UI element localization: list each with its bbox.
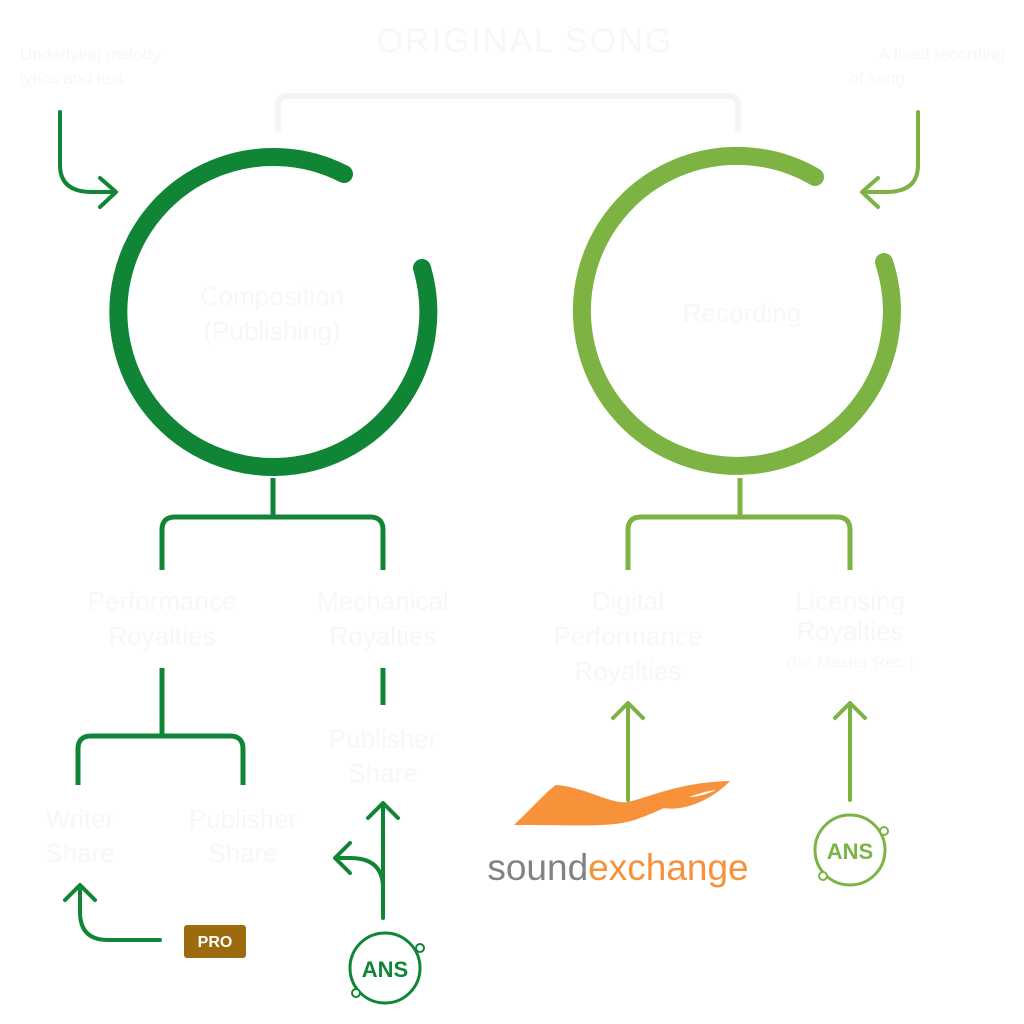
left-note-line2: lyrics and text — [20, 69, 124, 88]
right-note-line2: of song — [849, 69, 905, 88]
writer-share-line1: Writer — [46, 804, 115, 834]
pro-badge-label: PRO — [198, 934, 233, 951]
writer-share-line2: Share — [45, 838, 114, 868]
diagram-title: ORIGINAL SONG — [377, 22, 674, 60]
pub-share-line1: Publisher — [329, 724, 438, 754]
licensing-royalties-line1: Licensing — [795, 586, 905, 616]
pub-share-line2: Share — [348, 758, 417, 788]
ans-badge-right-label: ANS — [827, 839, 873, 864]
ans-badge-right: ANS — [813, 813, 889, 887]
soundexchange-word-sound: sound — [487, 847, 588, 888]
pro-arrow — [78, 888, 162, 942]
right-note-arrow — [864, 110, 920, 194]
digital-royalties-line2: Performance — [554, 621, 703, 651]
soundexchange-swoosh — [514, 781, 730, 826]
ans-badge-left-label: ANS — [362, 957, 408, 982]
title-bracket — [275, 93, 741, 133]
publisher-share-line2: Share — [208, 838, 277, 868]
digital-royalties-line1: Digital — [592, 586, 664, 616]
digital-royalties-line3: Royalties — [575, 656, 682, 686]
recording-label: Recording — [683, 298, 802, 328]
mechanical-royalties-line1: Mechanical — [317, 586, 449, 616]
left-note-arrow — [58, 110, 114, 194]
composition-ring — [109, 147, 438, 476]
left-note-arrowhead — [98, 176, 118, 209]
mechanical-royalties-line2: Royalties — [330, 621, 437, 651]
licensing-royalties-line3: (for Master Rec.) — [786, 653, 914, 672]
soundexchange-wordmark: soundexchange — [487, 847, 748, 888]
composition-tree — [75, 478, 386, 785]
performance-royalties-line2: Royalties — [109, 621, 216, 651]
pro-badge: PRO — [184, 925, 246, 958]
right-note-arrowhead — [860, 176, 880, 209]
right-note-line1: A fixed recording — [878, 45, 1005, 64]
ans-split-arrow — [333, 801, 400, 920]
composition-label-line1: Composition — [200, 281, 345, 311]
left-note-line1: Underlying melody — [20, 45, 161, 64]
composition-label-line2: (Publishing) — [203, 316, 340, 346]
soundexchange-arrow — [611, 701, 645, 802]
soundexchange-word-exchange: exchange — [588, 847, 748, 888]
performance-royalties-line1: Performance — [88, 586, 237, 616]
licensing-royalties-line2: Royalties — [797, 616, 904, 646]
recording-tree — [625, 478, 853, 570]
ans-badge-left: ANS — [348, 931, 425, 1005]
ans-right-arrow — [833, 701, 867, 802]
soundexchange-logo: soundexchange — [487, 781, 749, 888]
pro-arrowhead — [63, 883, 97, 902]
recording-ring — [572, 146, 901, 475]
publisher-share-line1: Publisher — [189, 804, 298, 834]
